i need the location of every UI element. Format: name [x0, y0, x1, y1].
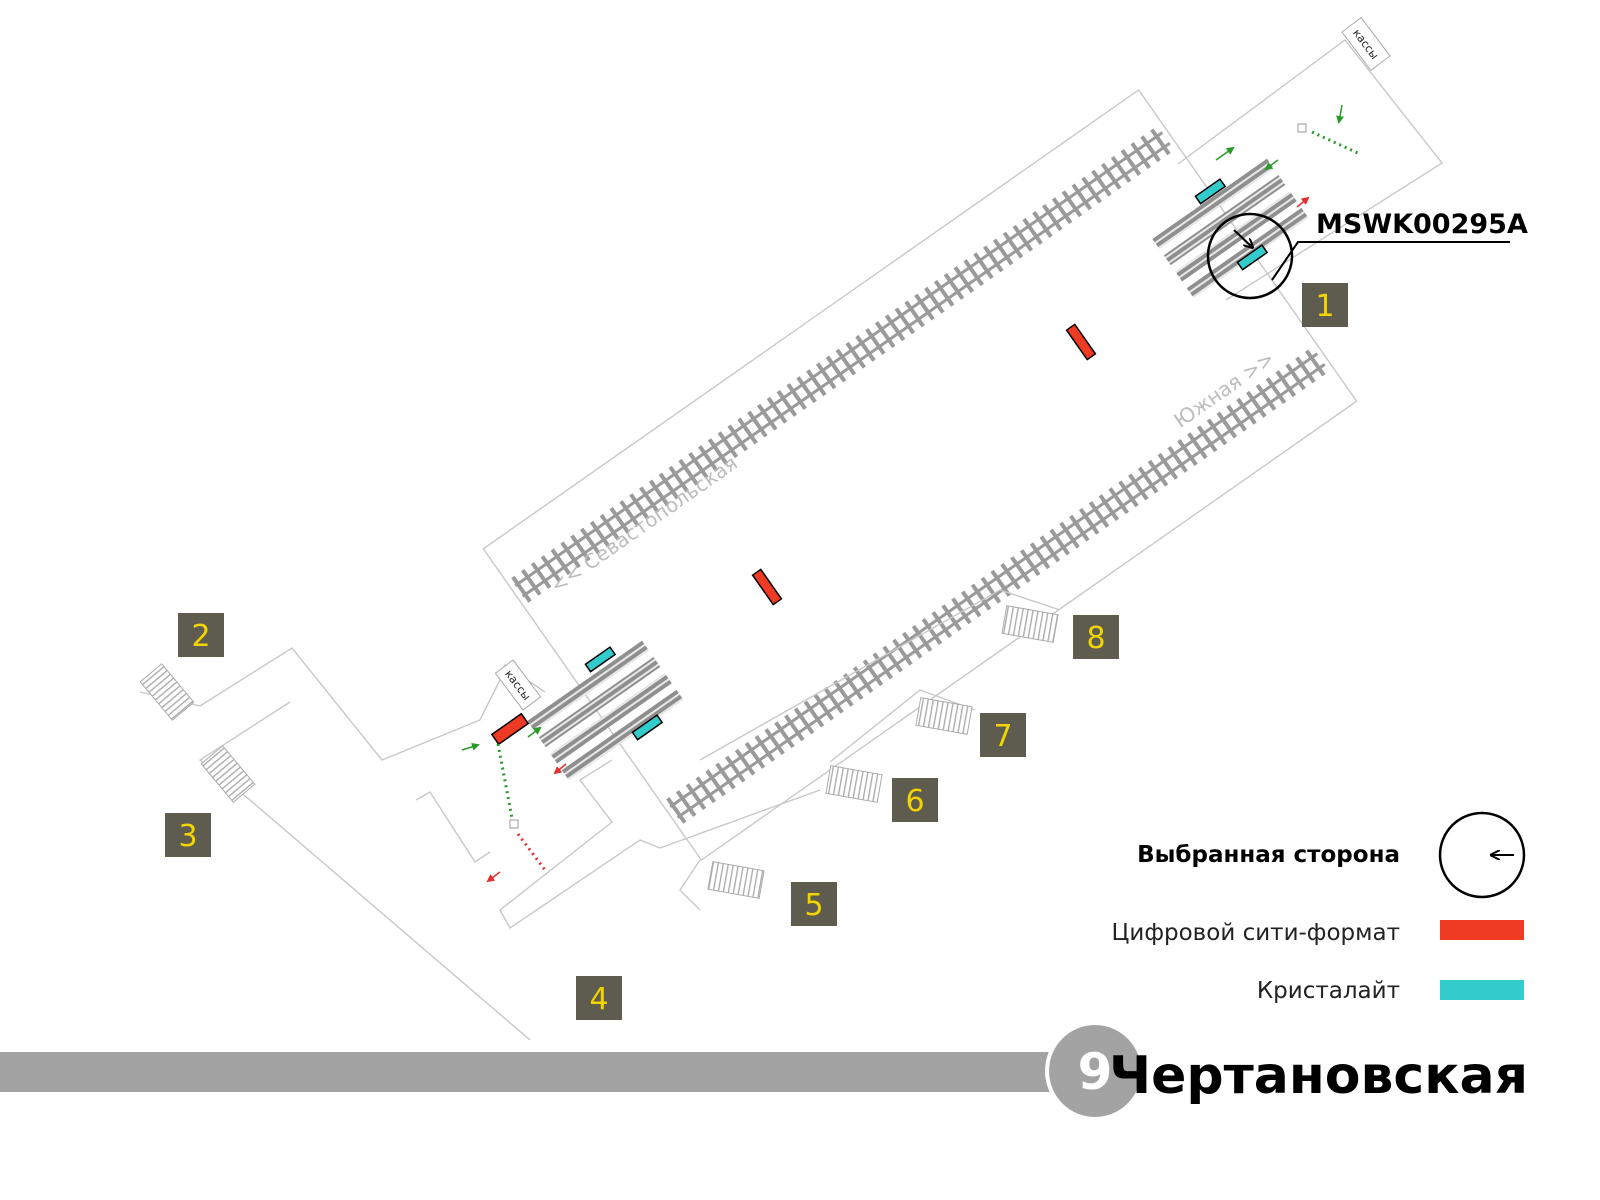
stairs-exit-3	[200, 745, 256, 803]
legend-crystalite-swatch	[1440, 980, 1524, 1000]
platform-hall	[482, 88, 1358, 862]
exit-2: 2	[178, 613, 224, 657]
escalator-south-1	[527, 640, 649, 731]
exit-1: 1	[1302, 283, 1348, 327]
exit-6: 6	[892, 778, 938, 822]
escalator-south-4	[561, 689, 684, 780]
kassy-box-south	[494, 659, 542, 711]
legend: Выбранная сторона Цифровой сити-формат К…	[1112, 811, 1526, 1004]
north-vestibule-outline	[1177, 39, 1444, 301]
escalators-north	[1152, 158, 1309, 298]
digital-city-panel-south	[490, 712, 530, 746]
turnstile-line-green-south	[496, 743, 514, 819]
digital-city-panel-platform-1	[1065, 323, 1097, 361]
callout-leader-line	[1271, 241, 1510, 281]
arrow-green-south-2	[527, 726, 542, 738]
line-number-badge	[1049, 1025, 1141, 1117]
arrow-green-south-1	[461, 742, 480, 751]
svg-text:8: 8	[1086, 621, 1105, 656]
digital-city-panel-platform-2	[751, 568, 783, 606]
turnstile-post-north	[1297, 123, 1307, 133]
escalators-south	[527, 640, 684, 780]
selected-code-label: MSWK00295A	[1316, 209, 1528, 240]
exit-7: 7	[980, 713, 1026, 757]
legend-crystalite-label: Кристалайт	[1257, 978, 1400, 1004]
turnstile-line-green-north	[1311, 130, 1361, 156]
arrow-red-north	[1296, 196, 1310, 208]
kassy-box-north	[1341, 16, 1391, 72]
legend-selected-side-icon	[1438, 811, 1526, 899]
exit-5: 5	[791, 882, 837, 926]
track-left	[510, 125, 1175, 604]
legend-selected-side-label: Выбранная сторона	[1137, 842, 1400, 868]
svg-text:6: 6	[905, 784, 924, 819]
turnstile-post-south	[509, 819, 519, 829]
turnstile-line-red-south	[516, 833, 547, 871]
svg-text:3: 3	[178, 819, 197, 854]
selected-side-marker	[1206, 212, 1294, 300]
stairs-exit-2	[139, 663, 195, 721]
crystalite-panel-north-2	[1236, 244, 1269, 271]
legend-digital-city-format-swatch	[1440, 920, 1524, 940]
escalator-north-3	[1175, 191, 1297, 282]
svg-text:4: 4	[589, 982, 608, 1017]
svg-text:5: 5	[804, 888, 823, 923]
escalator-south-2	[538, 657, 661, 748]
stairs-exit-5	[707, 861, 765, 899]
svg-text:1: 1	[1315, 289, 1334, 324]
escalator-south-3	[550, 673, 672, 764]
stairs-exit-8	[1001, 605, 1059, 643]
exit-3: 3	[165, 813, 211, 857]
arrow-red-south-1	[553, 763, 567, 775]
crystalite-panel-south-2	[631, 714, 664, 741]
arrow-green-north-3	[1264, 159, 1279, 171]
exit-4: 4	[576, 976, 622, 1020]
arrow-green-north-1	[1336, 104, 1344, 124]
crystalite-panel-north-1	[1194, 178, 1227, 205]
escalator-north-1	[1152, 158, 1274, 249]
line-number: 9	[1078, 1043, 1113, 1101]
escalator-north-4	[1186, 207, 1309, 298]
svg-text:7: 7	[993, 719, 1012, 754]
svg-text:2: 2	[191, 619, 210, 654]
metro-line-bar	[0, 1052, 1070, 1092]
stairs-exit-7	[915, 697, 973, 735]
arrow-green-north-2	[1215, 146, 1235, 161]
arrow-red-south-2	[486, 871, 501, 883]
selected-direction-arrow	[1233, 229, 1252, 247]
exit-8: 8	[1073, 615, 1119, 659]
legend-digital-city-format-label: Цифровой сити-формат	[1112, 920, 1400, 946]
escalator-north-2	[1163, 175, 1286, 266]
stairs-exit-6	[825, 765, 883, 803]
crystalite-panel-south-1	[584, 646, 617, 673]
station-name: Чертановская	[1109, 1046, 1528, 1106]
track-right	[665, 346, 1330, 825]
